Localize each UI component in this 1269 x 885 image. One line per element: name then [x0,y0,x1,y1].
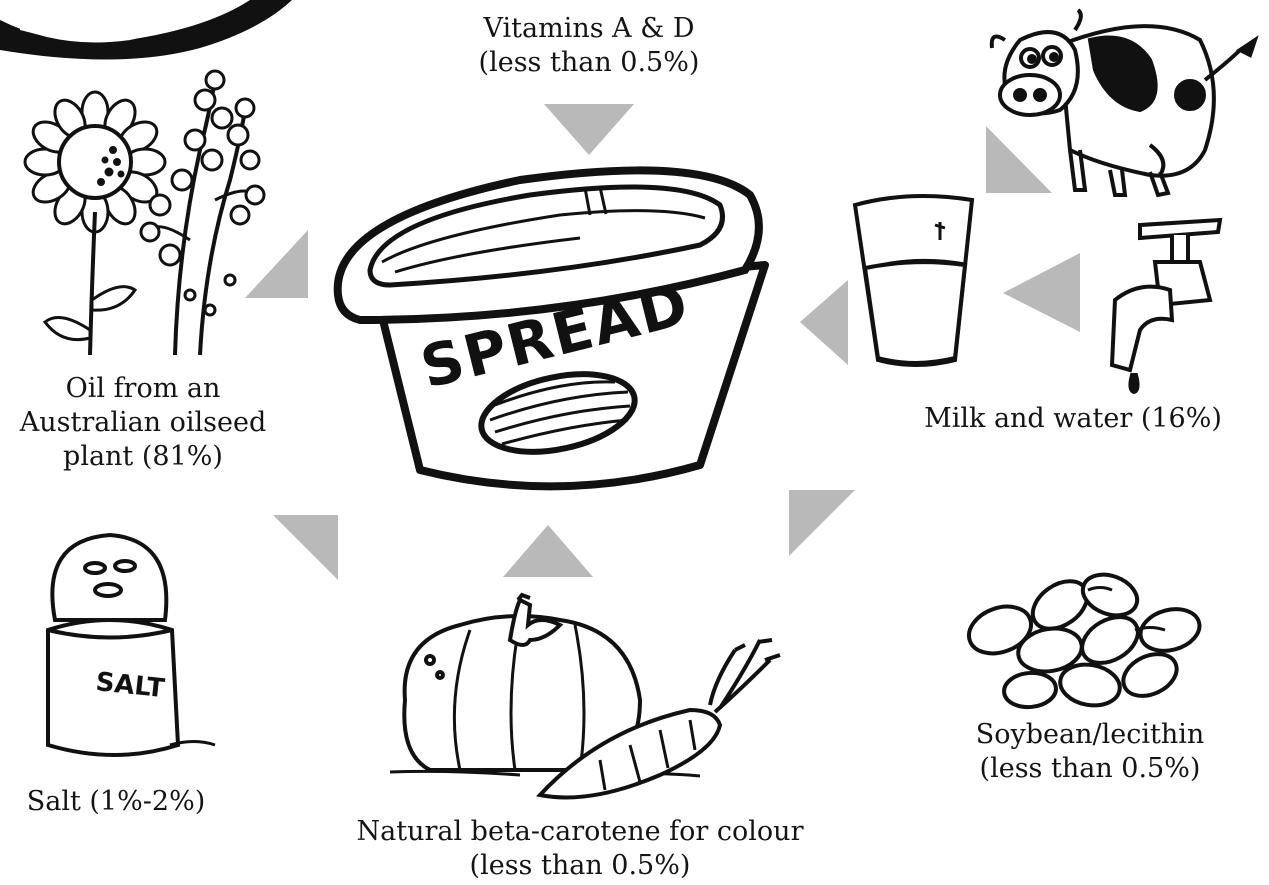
label-beta-carotene: Natural beta-carotene for colour (less t… [330,815,830,883]
arrow-vitamins [544,104,634,155]
salt-shaker-icon: SALT [48,535,215,755]
spread-tub-icon: SPREAD [338,170,765,486]
label-oil: Oil from an Australian oilseed plant (81… [18,372,268,474]
arrow-soybean [789,490,855,556]
label-milk-water: Milk and water (16%) [918,402,1228,436]
label-vitamins: Vitamins A & D (less than 0.5%) [409,12,769,80]
flowering-plant-icon [141,71,264,355]
milk-glass-icon [855,196,972,365]
arrow-tap-milk [1003,253,1080,332]
arrow-milk-tub [800,280,848,365]
arrow-cow-milk [986,126,1052,193]
label-salt: Salt (1%-2%) [16,785,216,819]
label-soybean: Soybean/lecithin (less than 0.5%) [950,718,1230,786]
cow-icon [992,10,1255,195]
arrow-salt [273,515,338,580]
partial-drawing-icon [0,0,292,60]
arrow-beta-carotene [503,525,593,577]
soybeans-icon [962,568,1204,710]
arrow-oil [245,230,308,298]
water-tap-icon [1112,220,1220,392]
